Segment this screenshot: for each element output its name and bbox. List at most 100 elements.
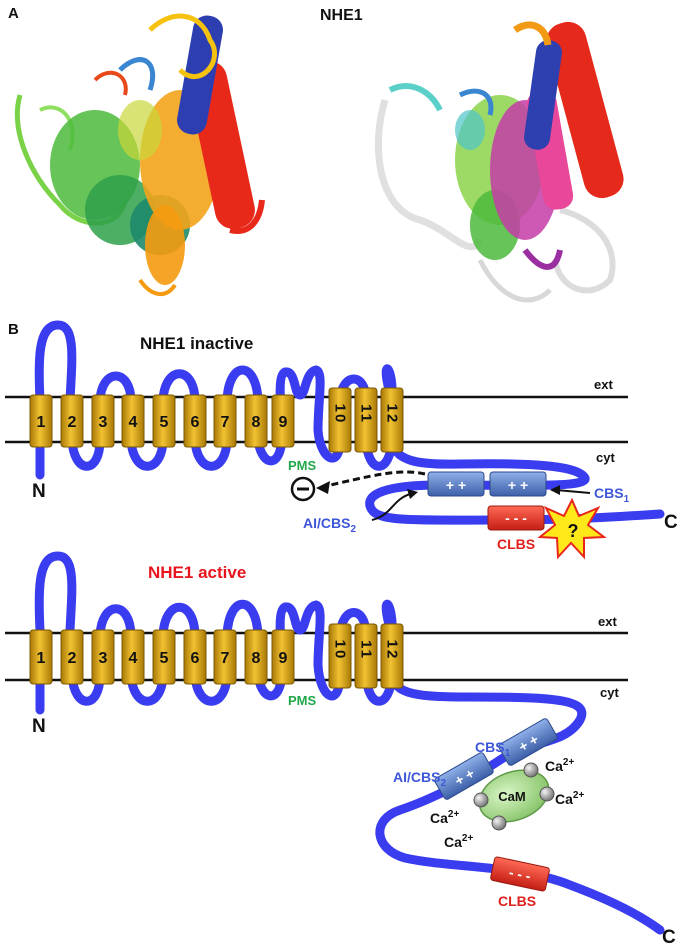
svg-text:12: 12 (384, 404, 401, 425)
inactive-helix-8: 8 (244, 394, 268, 448)
inactive-helix-10: 10 (328, 387, 352, 453)
svg-text:9: 9 (279, 414, 288, 431)
svg-text:- - -: - - - (505, 510, 527, 526)
svg-text:+ +: + + (446, 477, 466, 493)
inactive-helix-1: 1 (29, 394, 53, 448)
active-chain (34, 551, 665, 935)
inactive-aicbs2-label: AI/CBS2 (303, 515, 356, 535)
question-star-icon: ? (537, 497, 607, 560)
inactive-clbs-box: - - - (487, 505, 545, 531)
svg-text:- - -: - - - (508, 864, 533, 884)
active-c-terminus: C (662, 927, 676, 947)
active-title: NHE1 active (148, 563, 246, 582)
calcium-ions (473, 762, 555, 831)
active-cbs1-box: + + (498, 718, 558, 766)
svg-text:2: 2 (68, 650, 77, 667)
svg-text:1: 1 (37, 414, 46, 431)
inactive-helix-2: 2 (60, 394, 84, 448)
svg-text:5: 5 (160, 414, 169, 431)
active-helix-1: 1 (29, 629, 53, 685)
svg-text:3: 3 (99, 414, 108, 431)
panel-a-letter: A (8, 5, 19, 22)
protein-structure-left (14, 13, 265, 296)
inactive-pms-label: PMS (288, 458, 317, 473)
svg-text:4: 4 (129, 650, 138, 667)
inactive-ext-label: ext (594, 377, 613, 392)
panel-b-letter: B (8, 321, 19, 338)
ca-label: Ca2+ (444, 833, 473, 850)
active-helix-6: 6 (183, 629, 207, 685)
svg-text:10: 10 (332, 640, 349, 661)
calcium-ion (473, 792, 489, 808)
svg-text:5: 5 (160, 650, 169, 667)
dashed-arrow-head-icon (316, 481, 330, 494)
active-helix-11: 11 (354, 623, 378, 689)
inactive-c-terminus: C (664, 512, 678, 533)
inactive-cyt-label: cyt (596, 450, 615, 465)
active-cyt-label: cyt (600, 685, 619, 700)
ca-label: Ca2+ (545, 757, 574, 774)
svg-text:7: 7 (221, 414, 230, 431)
svg-text:2: 2 (68, 414, 77, 431)
active-helix-10: 10 (328, 623, 352, 689)
inhibition-dashed-arrow (321, 470, 426, 489)
svg-text:11: 11 (358, 404, 375, 424)
calmodulin: CaM (478, 769, 550, 823)
svg-text:11: 11 (358, 640, 375, 660)
inactive-cbs1-box: + + (489, 471, 547, 497)
inactive-helix-5: 5 (152, 394, 176, 448)
inactive-cbs2-box: + + (427, 471, 485, 497)
svg-text:6: 6 (191, 414, 200, 431)
active-helix-5: 5 (152, 629, 176, 685)
cbs1-arrow-head-icon (550, 485, 560, 495)
active-helix-9: 9 (271, 629, 295, 685)
svg-text:9: 9 (279, 650, 288, 667)
panel-a-title: NHE1 (320, 7, 363, 24)
inactive-cbs1-label: CBS1 (594, 485, 630, 505)
inactive-helix-4: 4 (121, 394, 145, 448)
active-helix-7: 7 (213, 629, 237, 685)
inactive-helix-3: 3 (91, 394, 115, 448)
svg-text:12: 12 (384, 640, 401, 661)
svg-text:6: 6 (191, 650, 200, 667)
active-clbs-label: CLBS (498, 893, 536, 909)
inactive-title: NHE1 inactive (140, 334, 253, 353)
calcium-ion (523, 762, 539, 778)
inactive-helix-12: 12 (380, 387, 404, 453)
minus-circle-icon (290, 476, 316, 502)
active-ext-label: ext (598, 614, 617, 629)
svg-text:7: 7 (221, 650, 230, 667)
inactive-n-terminus: N (32, 481, 46, 502)
calcium-ion (539, 786, 555, 802)
calcium-ion (491, 815, 507, 831)
active-helix-2: 2 (60, 629, 84, 685)
inactive-helices: 1 2 3 4 5 6 7 8 9 10 11 12 (29, 387, 404, 453)
ca-label: Ca2+ (555, 790, 584, 807)
calmodulin-label: CaM (498, 789, 525, 804)
svg-text:1: 1 (37, 650, 46, 667)
active-pms-label: PMS (288, 693, 317, 708)
active-helices: 1 2 3 4 5 6 7 8 9 10 11 12 (29, 623, 404, 689)
inactive-helix-7: 7 (213, 394, 237, 448)
svg-text:10: 10 (332, 404, 349, 425)
inactive-helix-9: 9 (271, 394, 295, 448)
svg-text:+ +: + + (508, 477, 528, 493)
inactive-helix-6: 6 (183, 394, 207, 448)
active-helix-8: 8 (244, 629, 268, 685)
inactive-clbs-label: CLBS (497, 536, 535, 552)
svg-text:8: 8 (252, 414, 261, 431)
active-helix-12: 12 (380, 623, 404, 689)
aicbs2-arrow-head-icon (407, 489, 418, 499)
svg-text:?: ? (568, 521, 579, 541)
aicbs2-pointer-arrow (371, 493, 411, 521)
active-aicbs2-label: AI/CBS2 (393, 769, 446, 789)
svg-text:4: 4 (129, 414, 138, 431)
active-cbs1-label: CBS1 (475, 739, 511, 759)
cbs1-pointer-arrow (555, 489, 591, 494)
inactive-helix-11: 11 (354, 387, 378, 453)
active-clbs-box: - - - (490, 856, 550, 892)
svg-text:8: 8 (252, 650, 261, 667)
protein-structure-right (374, 21, 624, 303)
svg-text:3: 3 (99, 650, 108, 667)
